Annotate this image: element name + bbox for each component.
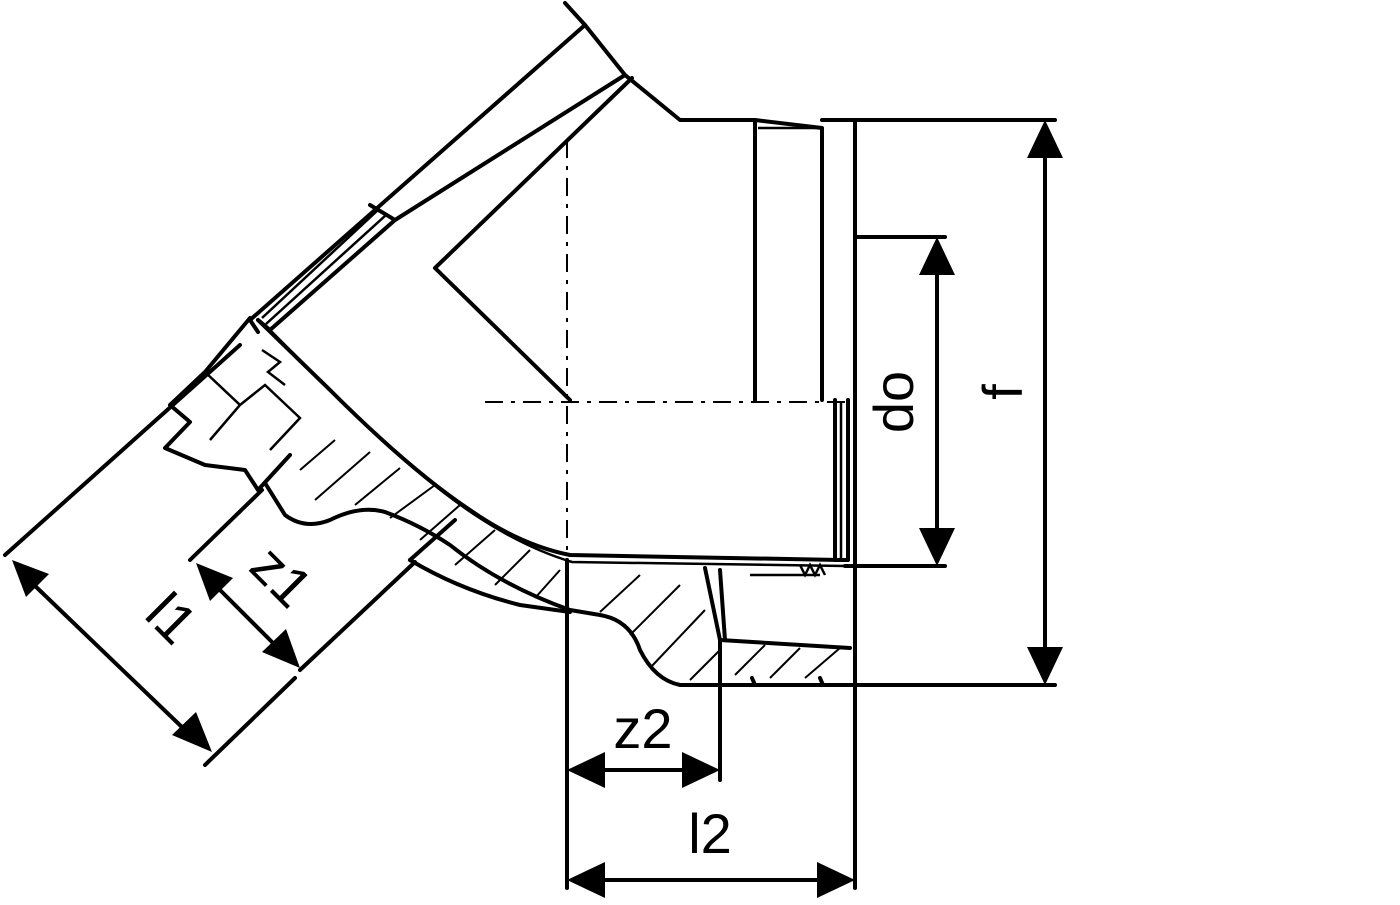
extension-lines: [3, 343, 857, 890]
dimension-f: f: [971, 120, 1063, 685]
upper-outer-wall: [248, 1, 587, 334]
upper-inner-wall: [393, 23, 627, 222]
upper-bore-wall: [433, 76, 634, 402]
hatch-lower-right: [599, 574, 841, 681]
center-lines: [485, 140, 855, 560]
inner-curve-2: [269, 329, 846, 568]
dimension-label-f: f: [971, 384, 1034, 400]
dimension-label-l2: l2: [688, 802, 732, 865]
inner-curve: [256, 318, 842, 562]
dimension-l1: l1: [12, 560, 212, 752]
dimension-label-z1: z1: [239, 533, 325, 619]
hatch-lower-left: [299, 439, 561, 599]
outer-lower-curve-2: [408, 558, 572, 614]
dimension-label-l1: l1: [134, 581, 209, 656]
outer-lower-curve: [263, 481, 857, 687]
lower-left-socket: [163, 316, 292, 492]
dimension-label-z2: z2: [613, 697, 672, 760]
right-socket-face: [820, 118, 857, 567]
dimension-do: do: [862, 237, 955, 566]
dimension-z1: z1: [196, 533, 325, 668]
dimension-z2: z2: [567, 697, 720, 788]
lower-right-ring: [703, 566, 852, 650]
dimension-l2: l2: [567, 802, 855, 898]
elbow-body: [163, 1, 1057, 687]
right-socket-ring: [753, 118, 824, 402]
upper-socket-wall: [623, 73, 757, 402]
dimension-label-do: do: [862, 371, 925, 433]
